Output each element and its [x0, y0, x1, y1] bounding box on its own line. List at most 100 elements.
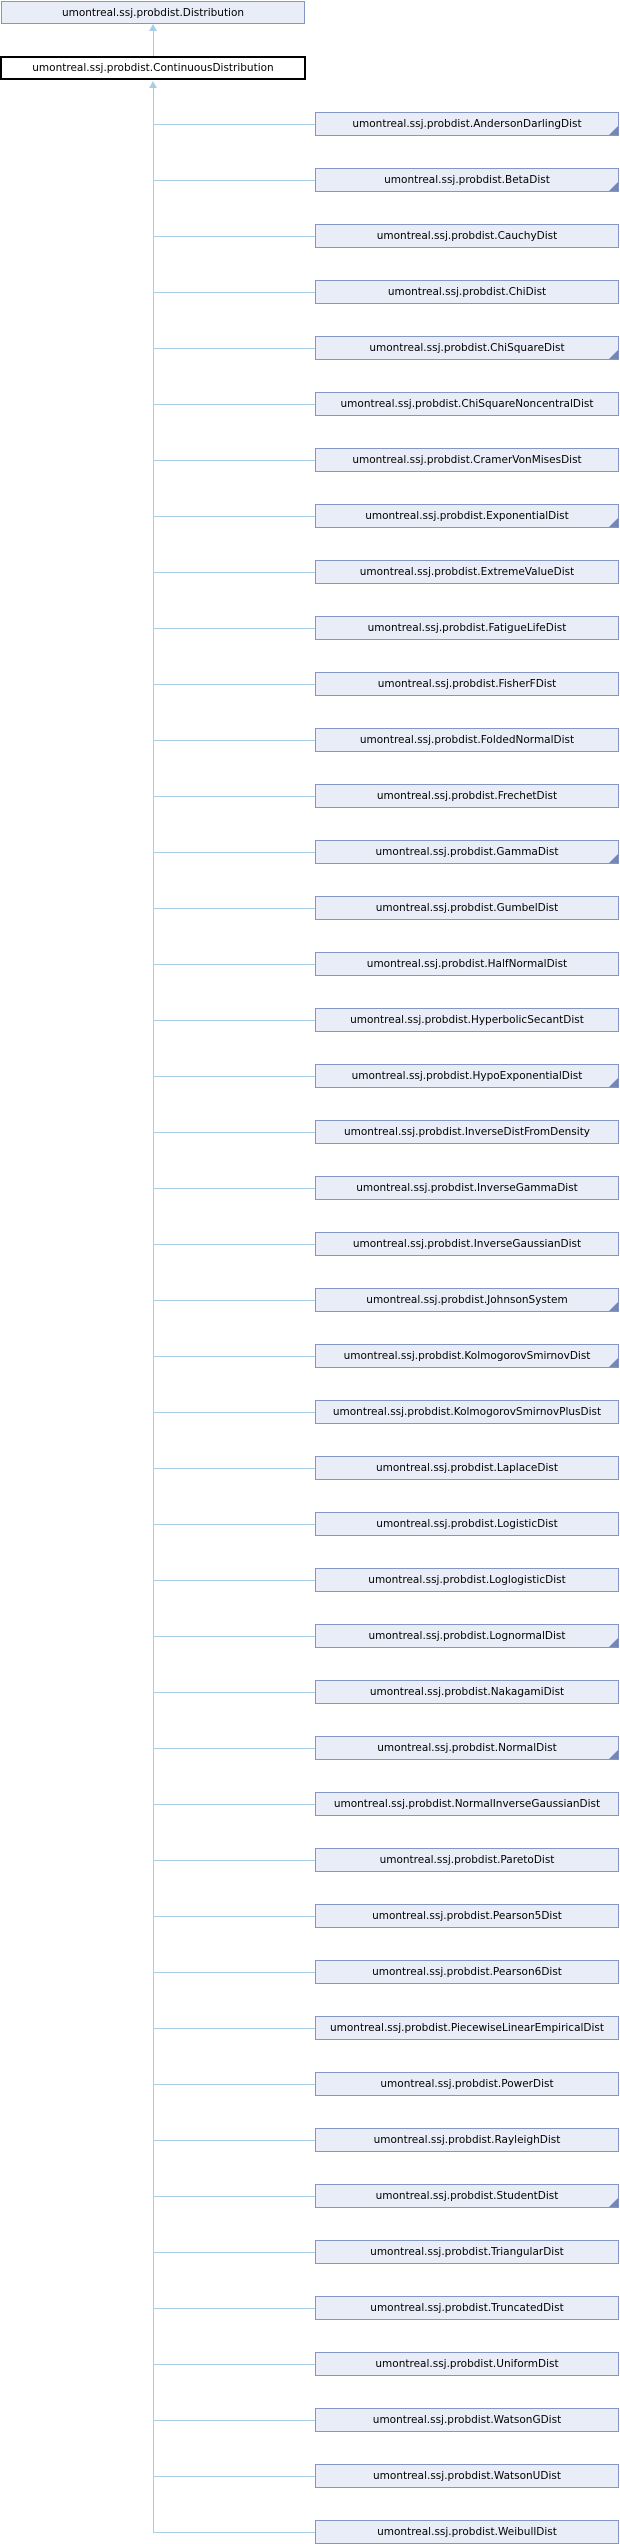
- class-box[interactable]: umontreal.ssj.probdist.NakagamiDist: [315, 1680, 619, 1704]
- class-box[interactable]: umontreal.ssj.probdist.InverseGaussianDi…: [315, 1232, 619, 1256]
- class-label: umontreal.ssj.probdist.CauchyDist: [376, 230, 558, 242]
- class-label: umontreal.ssj.probdist.AndersonDarlingDi…: [352, 118, 582, 130]
- class-box[interactable]: umontreal.ssj.probdist.PiecewiseLinearEm…: [315, 2016, 619, 2040]
- class-box[interactable]: umontreal.ssj.probdist.JohnsonSystem: [315, 1288, 619, 1312]
- folded-corner-icon: [609, 1638, 618, 1647]
- class-box[interactable]: umontreal.ssj.probdist.WatsonGDist: [315, 2408, 619, 2432]
- inheritance-edge: [153, 740, 315, 741]
- class-label: umontreal.ssj.probdist.FatigueLifeDist: [367, 622, 567, 634]
- class-box[interactable]: umontreal.ssj.probdist.WeibullDist: [315, 2520, 619, 2544]
- class-box[interactable]: umontreal.ssj.probdist.FatigueLifeDist: [315, 616, 619, 640]
- class-box[interactable]: umontreal.ssj.probdist.GumbelDist: [315, 896, 619, 920]
- class-box[interactable]: umontreal.ssj.probdist.CauchyDist: [315, 224, 619, 248]
- class-box[interactable]: umontreal.ssj.probdist.Pearson6Dist: [315, 1960, 619, 1984]
- inheritance-edge: [153, 1412, 315, 1413]
- folded-corner-icon: [609, 1078, 618, 1087]
- class-box[interactable]: umontreal.ssj.probdist.ChiSquareDist: [315, 336, 619, 360]
- inheritance-edge: [153, 572, 315, 573]
- class-label: umontreal.ssj.probdist.Pearson6Dist: [372, 1966, 562, 1978]
- class-box[interactable]: umontreal.ssj.probdist.LaplaceDist: [315, 1456, 619, 1480]
- class-label: umontreal.ssj.probdist.WatsonGDist: [372, 2414, 562, 2426]
- inheritance-edge: [153, 348, 315, 349]
- class-box[interactable]: umontreal.ssj.probdist.BetaDist: [315, 168, 619, 192]
- class-box[interactable]: umontreal.ssj.probdist.HyperbolicSecantD…: [315, 1008, 619, 1032]
- inheritance-edge: [153, 2028, 315, 2029]
- class-label: umontreal.ssj.probdist.PiecewiseLinearEm…: [329, 2022, 605, 2034]
- class-label: umontreal.ssj.probdist.HyperbolicSecantD…: [350, 1014, 584, 1026]
- inheritance-edge: [153, 1636, 315, 1637]
- class-label: umontreal.ssj.probdist.TruncatedDist: [370, 2302, 564, 2314]
- inheritance-edge: [153, 2364, 315, 2365]
- class-box[interactable]: umontreal.ssj.probdist.LoglogisticDist: [315, 1568, 619, 1592]
- inheritance-edge: [153, 124, 315, 125]
- class-label: umontreal.ssj.probdist.LoglogisticDist: [368, 1574, 566, 1586]
- folded-corner-icon: [609, 2198, 618, 2207]
- class-box[interactable]: umontreal.ssj.probdist.UniformDist: [315, 2352, 619, 2376]
- inheritance-edge: [153, 516, 315, 517]
- inheritance-edge: [153, 1188, 315, 1189]
- class-box[interactable]: umontreal.ssj.probdist.TriangularDist: [315, 2240, 619, 2264]
- class-label: umontreal.ssj.probdist.Pearson5Dist: [372, 1910, 562, 1922]
- class-label: umontreal.ssj.probdist.LognormalDist: [368, 1630, 566, 1642]
- class-label: umontreal.ssj.probdist.InverseGaussianDi…: [352, 1238, 582, 1250]
- inheritance-edge: [153, 1972, 315, 1973]
- class-label: umontreal.ssj.probdist.ExtremeValueDist: [359, 566, 575, 578]
- inheritance-edge: [153, 1804, 315, 1805]
- class-box-distribution[interactable]: umontreal.ssj.probdist.Distribution: [1, 1, 305, 24]
- class-box[interactable]: umontreal.ssj.probdist.KolmogorovSmirnov…: [315, 1344, 619, 1368]
- class-label: umontreal.ssj.probdist.FrechetDist: [376, 790, 558, 802]
- inheritance-edge: [153, 628, 315, 629]
- class-label: umontreal.ssj.probdist.TriangularDist: [370, 2246, 564, 2258]
- arrow-up-icon: [149, 24, 157, 31]
- class-box[interactable]: umontreal.ssj.probdist.HalfNormalDist: [315, 952, 619, 976]
- inheritance-edge: [153, 1356, 315, 1357]
- class-box[interactable]: umontreal.ssj.probdist.InverseGammaDist: [315, 1176, 619, 1200]
- class-box[interactable]: umontreal.ssj.probdist.TruncatedDist: [315, 2296, 619, 2320]
- class-box[interactable]: umontreal.ssj.probdist.LogisticDist: [315, 1512, 619, 1536]
- class-box[interactable]: umontreal.ssj.probdist.Pearson5Dist: [315, 1904, 619, 1928]
- class-label: umontreal.ssj.probdist.JohnsonSystem: [366, 1294, 568, 1306]
- class-box[interactable]: umontreal.ssj.probdist.FrechetDist: [315, 784, 619, 808]
- class-box[interactable]: umontreal.ssj.probdist.ChiSquareNoncentr…: [315, 392, 619, 416]
- class-label: umontreal.ssj.probdist.InverseDistFromDe…: [343, 1126, 591, 1138]
- class-box[interactable]: umontreal.ssj.probdist.ExponentialDist: [315, 504, 619, 528]
- class-box[interactable]: umontreal.ssj.probdist.ChiDist: [315, 280, 619, 304]
- inheritance-edge: [153, 180, 315, 181]
- inheritance-edge: [153, 2420, 315, 2421]
- class-box[interactable]: umontreal.ssj.probdist.HypoExponentialDi…: [315, 1064, 619, 1088]
- class-box[interactable]: umontreal.ssj.probdist.RayleighDist: [315, 2128, 619, 2152]
- class-label: umontreal.ssj.probdist.ExponentialDist: [365, 510, 569, 522]
- inheritance-edge: [153, 2476, 315, 2477]
- class-label: umontreal.ssj.probdist.BetaDist: [384, 174, 550, 186]
- class-box[interactable]: umontreal.ssj.probdist.StudentDist: [315, 2184, 619, 2208]
- class-box[interactable]: umontreal.ssj.probdist.NormalDist: [315, 1736, 619, 1760]
- class-label: umontreal.ssj.probdist.ParetoDist: [379, 1854, 555, 1866]
- class-label: umontreal.ssj.probdist.ChiSquareNoncentr…: [340, 398, 594, 410]
- inheritance-edge: [153, 1748, 315, 1749]
- class-box[interactable]: umontreal.ssj.probdist.NormalInverseGaus…: [315, 1792, 619, 1816]
- inheritance-edge: [153, 2252, 315, 2253]
- class-box[interactable]: umontreal.ssj.probdist.ExtremeValueDist: [315, 560, 619, 584]
- class-box[interactable]: umontreal.ssj.probdist.CramerVonMisesDis…: [315, 448, 619, 472]
- inheritance-edge: [153, 460, 315, 461]
- inheritance-edge: [153, 852, 315, 853]
- class-box[interactable]: umontreal.ssj.probdist.PowerDist: [315, 2072, 619, 2096]
- class-box[interactable]: umontreal.ssj.probdist.GammaDist: [315, 840, 619, 864]
- inheritance-trunk-edge: [153, 88, 154, 2533]
- class-box[interactable]: umontreal.ssj.probdist.AndersonDarlingDi…: [315, 112, 619, 136]
- inheritance-edge: [153, 1524, 315, 1525]
- class-box[interactable]: umontreal.ssj.probdist.ParetoDist: [315, 1848, 619, 1872]
- inheritance-edge: [153, 2308, 315, 2309]
- class-box[interactable]: umontreal.ssj.probdist.WatsonUDist: [315, 2464, 619, 2488]
- class-label: umontreal.ssj.probdist.NormalInverseGaus…: [333, 1798, 601, 1810]
- class-box[interactable]: umontreal.ssj.probdist.LognormalDist: [315, 1624, 619, 1648]
- class-box[interactable]: umontreal.ssj.probdist.KolmogorovSmirnov…: [315, 1400, 619, 1424]
- class-label: umontreal.ssj.probdist.PowerDist: [380, 2078, 554, 2090]
- class-box[interactable]: umontreal.ssj.probdist.FoldedNormalDist: [315, 728, 619, 752]
- class-box[interactable]: umontreal.ssj.probdist.InverseDistFromDe…: [315, 1120, 619, 1144]
- class-label: umontreal.ssj.probdist.GumbelDist: [375, 902, 559, 914]
- inheritance-edge: [153, 2196, 315, 2197]
- inheritance-edge: [153, 1076, 315, 1077]
- class-box[interactable]: umontreal.ssj.probdist.FisherFDist: [315, 672, 619, 696]
- folded-corner-icon: [609, 126, 618, 135]
